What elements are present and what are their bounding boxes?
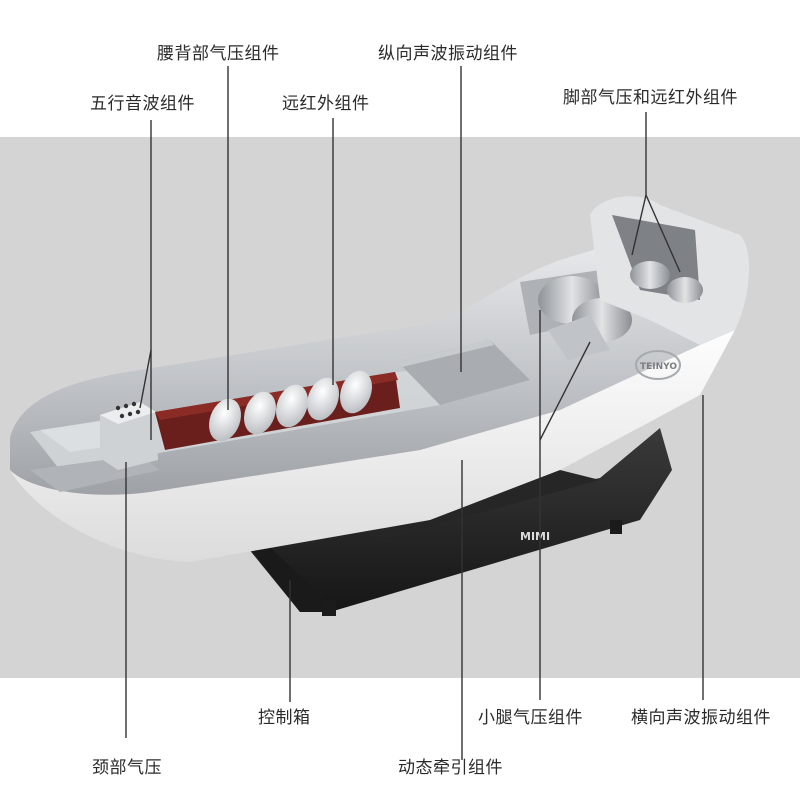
vibration-plate (398, 340, 530, 405)
label-transverse-vibration: 横向声波振动组件 (631, 708, 771, 728)
leader-foot-air-infrared-left (631, 194, 647, 256)
label-longitudinal-vibration: 纵向声波振动组件 (378, 44, 518, 64)
sonic-module (100, 401, 158, 470)
leader-calf-air-branch (539, 341, 591, 441)
label-control-box: 控制箱 (258, 708, 311, 728)
label-lumbar-back-air: 腰背部气压组件 (157, 44, 280, 64)
calf-rollers (520, 270, 632, 360)
label-foot-air-infrared: 脚部气压和远红外组件 (563, 88, 738, 108)
infrared-pads (209, 370, 372, 442)
leader-foot-air-infrared-right (645, 194, 681, 273)
base-logo: MIMI (520, 530, 550, 543)
label-dynamic-traction: 动态牵引组件 (398, 758, 503, 778)
label-neck-air: 颈部气压 (92, 758, 162, 778)
label-calf-air: 小腿气压组件 (478, 708, 583, 728)
label-five-element-sonic: 五行音波组件 (90, 94, 195, 114)
bed-lower-shell (10, 322, 735, 562)
leader-five-element-sonic-branch (139, 349, 152, 409)
label-far-infrared: 远红外组件 (282, 94, 370, 114)
leader-lines (125, 66, 704, 760)
foot-unit: TEINYO (590, 196, 750, 380)
side-logo: TEINYO (640, 362, 677, 372)
